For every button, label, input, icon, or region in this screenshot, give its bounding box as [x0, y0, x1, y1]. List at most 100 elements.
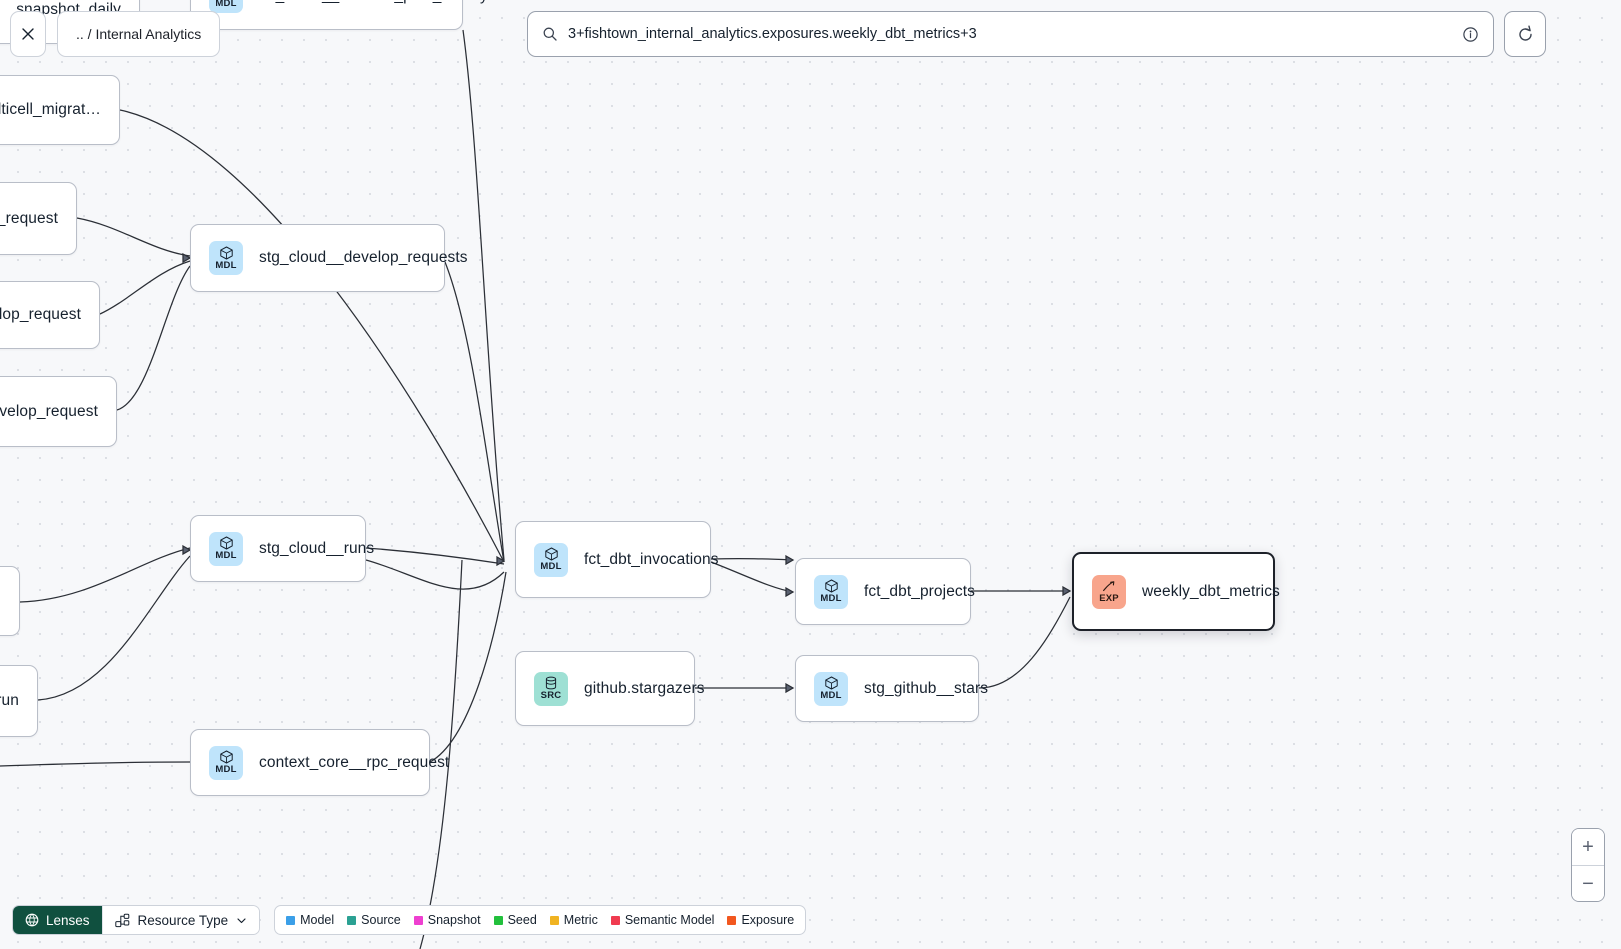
- search-input[interactable]: [568, 26, 1452, 42]
- lineage-edge: [429, 571, 507, 763]
- lineage-edge: [19, 547, 191, 603]
- legend-item-source[interactable]: Source: [347, 913, 401, 927]
- cube-icon: [824, 676, 838, 690]
- lenses-label: Lenses: [46, 912, 90, 928]
- node-label: stg_cloud__runs: [259, 539, 375, 557]
- node-label: multicell_migrat…: [0, 101, 101, 118]
- graph-node-multicell-migration[interactable]: multicell_migrat…: [0, 75, 120, 145]
- lineage-edge: [978, 596, 1071, 689]
- zoom-in-button[interactable]: +: [1572, 829, 1604, 865]
- graph-node-develop-request-a[interactable]: op_request: [0, 182, 77, 255]
- graph-node-left-node-n[interactable]: n: [0, 566, 20, 636]
- edge-arrowhead: [1062, 585, 1072, 597]
- legend-label: Snapshot: [427, 913, 481, 927]
- node-type-badge-text: MDL: [215, 259, 237, 271]
- lineage-edge: [119, 109, 505, 563]
- cube-icon: [219, 750, 233, 764]
- resource-type-label: Resource Type: [137, 912, 229, 928]
- legend-swatch: [286, 915, 296, 925]
- node-type-badge-text: EXP: [1099, 592, 1119, 604]
- edge-arrowhead: [785, 682, 795, 694]
- graph-node-stg-cloud--runs[interactable]: MDL stg_cloud__runs: [190, 515, 374, 582]
- legend-label: Metric: [563, 913, 598, 927]
- lineage-edge: [76, 217, 191, 257]
- node-type-badge-mdl: MDL: [209, 531, 243, 566]
- chevron-down-icon: [237, 917, 246, 923]
- node-type-badge-mdl: MDL: [814, 671, 848, 706]
- graph-node-github-stargazers[interactable]: SRC github.stargazers: [515, 651, 705, 726]
- breadcrumb[interactable]: .. / Internal Analytics: [57, 11, 221, 57]
- node-label: _develop_request: [0, 402, 98, 420]
- legend-item-exposure[interactable]: Exposure: [727, 913, 794, 927]
- cube-icon: [544, 547, 558, 561]
- legend-swatch: [549, 915, 559, 925]
- edge-arrowhead: [496, 555, 506, 567]
- node-label: int_cloud__account_plan_history: [259, 0, 488, 5]
- graph-node-develop-request-b[interactable]: velop_request: [0, 281, 100, 349]
- legend-item-model[interactable]: Model: [286, 913, 334, 927]
- node-type-badge-text: MDL: [820, 593, 842, 605]
- node-type-badge-exp: EXP: [1092, 574, 1126, 609]
- node-label: fct_dbt_invocations: [584, 550, 719, 568]
- legend-item-snapshot[interactable]: Snapshot: [413, 913, 481, 927]
- lens-icon: [25, 913, 39, 927]
- graph-node-stg-cloud--develop-requests[interactable]: MDL stg_cloud__develop_requests: [190, 224, 468, 292]
- node-type-badge-mdl: MDL: [534, 542, 568, 577]
- node-type-badge-text: MDL: [540, 561, 562, 573]
- legend-item-seed[interactable]: Seed: [493, 913, 537, 927]
- node-label: github.stargazers: [584, 679, 705, 697]
- lenses-button[interactable]: Lenses: [13, 906, 102, 934]
- node-label: velop_request: [0, 306, 81, 323]
- edge-arrowhead: [785, 554, 795, 566]
- edge-arrowhead: [785, 586, 795, 598]
- node-label: stg_cloud__develop_requests: [259, 249, 468, 266]
- resource-type-icon: [114, 913, 129, 927]
- node-type-badge-text: SRC: [540, 690, 562, 702]
- lens-group: Lenses Resource Type: [12, 905, 261, 935]
- legend-item-metric[interactable]: Metric: [549, 913, 598, 927]
- node-label: _run: [0, 692, 19, 709]
- node-label: fct_dbt_projects: [864, 582, 976, 600]
- node-label: context_core__rpc_request: [259, 753, 450, 771]
- legend-swatch: [610, 915, 620, 925]
- lineage-edge: [462, 29, 505, 561]
- legend-swatch: [727, 915, 737, 925]
- close-icon: [22, 28, 34, 40]
- node-type-badge-mdl: MDL: [814, 574, 848, 609]
- close-button[interactable]: [10, 11, 46, 57]
- top-toolbar: .. / Internal Analytics: [0, 0, 1621, 60]
- legend-item-semantic-model[interactable]: Semantic Model: [610, 913, 715, 927]
- legend-swatch: [413, 915, 423, 925]
- graph-node-fct-dbt-projects[interactable]: MDL fct_dbt_projects: [795, 558, 975, 625]
- legend-label: Semantic Model: [624, 913, 715, 927]
- node-type-badge-text: MDL: [215, 550, 237, 562]
- graph-node-fct-dbt-invocations[interactable]: MDL fct_dbt_invocations: [515, 521, 719, 598]
- zoom-out-button[interactable]: −: [1572, 865, 1604, 901]
- resource-type-dropdown[interactable]: Resource Type: [101, 906, 260, 934]
- database-icon: [545, 676, 557, 690]
- node-type-badge-text: MDL: [820, 690, 842, 702]
- graph-node-int-cloud--account-plan-history[interactable]: MDL int_cloud__account_plan_history: [190, 0, 488, 30]
- graph-node-context-core--rpc-request[interactable]: MDL context_core__rpc_request: [190, 729, 449, 796]
- edge-arrowhead: [182, 544, 192, 556]
- node-type-badge-mdl: MDL: [209, 241, 243, 275]
- bottom-toolbar: Lenses Resource Type Model Source Snapshot…: [12, 905, 807, 935]
- node-type-badge-mdl: MDL: [209, 0, 243, 13]
- lineage-edge: [710, 557, 794, 561]
- legend-label: Seed: [507, 913, 537, 927]
- cube-icon: [824, 579, 838, 593]
- node-type-badge-src: SRC: [534, 671, 568, 706]
- search-bar[interactable]: [527, 11, 1494, 57]
- graph-node-develop-request-c[interactable]: _develop_request: [0, 376, 117, 447]
- node-type-badge-text: MDL: [215, 764, 237, 776]
- edge-arrowhead: [182, 252, 192, 264]
- info-icon[interactable]: [1462, 26, 1479, 43]
- search-icon: [543, 27, 557, 41]
- refresh-button[interactable]: [1504, 11, 1546, 57]
- resource-type-legend: Model Source Snapshot Seed Metric Semantic Mo…: [274, 905, 807, 935]
- graph-node-left-node-run[interactable]: _run: [0, 665, 38, 737]
